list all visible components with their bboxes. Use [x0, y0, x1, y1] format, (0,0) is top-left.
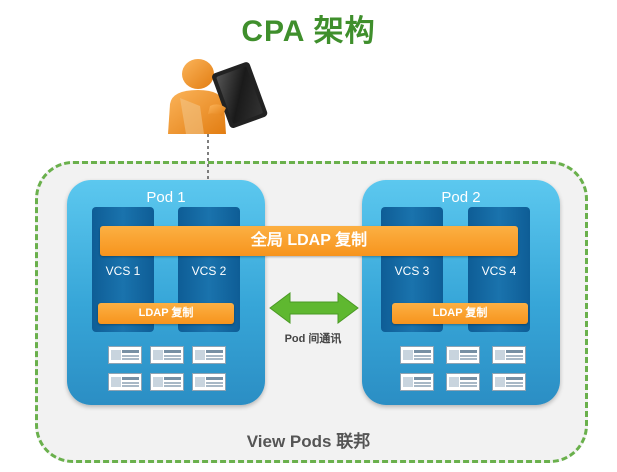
server-rack-icon — [150, 373, 184, 391]
server-rack-icon — [492, 346, 526, 364]
pod-1-title: Pod 1 — [146, 189, 186, 206]
server-rack-icon — [108, 373, 142, 391]
pod-2-title: Pod 2 — [441, 189, 481, 206]
server-rack-icon — [400, 373, 434, 391]
server-rack-icon — [400, 346, 434, 364]
global-ldap-replication-bar: 全局 LDAP 复制 — [100, 226, 518, 256]
diagram-title: CPA 架构 — [241, 15, 376, 48]
vcs-4-label: VCS 4 — [481, 264, 517, 278]
vcs-2-label: VCS 2 — [191, 264, 227, 278]
user-tablet-icon — [168, 59, 268, 134]
pod-communication-label: Pod 间通讯 — [284, 333, 342, 345]
server-rack-icon — [108, 346, 142, 364]
double-arrow-icon — [269, 292, 359, 324]
federation-label: View Pods 联邦 — [246, 432, 371, 451]
server-rack-icon — [492, 373, 526, 391]
server-rack-icon — [446, 346, 480, 364]
server-rack-icon — [192, 373, 226, 391]
server-rack-icon — [150, 346, 184, 364]
vcs-3-label: VCS 3 — [394, 264, 430, 278]
pod-1-ldap-replication: LDAP 复制 — [98, 303, 234, 324]
pod-2-ldap-replication: LDAP 复制 — [392, 303, 528, 324]
server-rack-icon — [446, 373, 480, 391]
server-rack-icon — [192, 346, 226, 364]
vcs-1-label: VCS 1 — [105, 264, 141, 278]
